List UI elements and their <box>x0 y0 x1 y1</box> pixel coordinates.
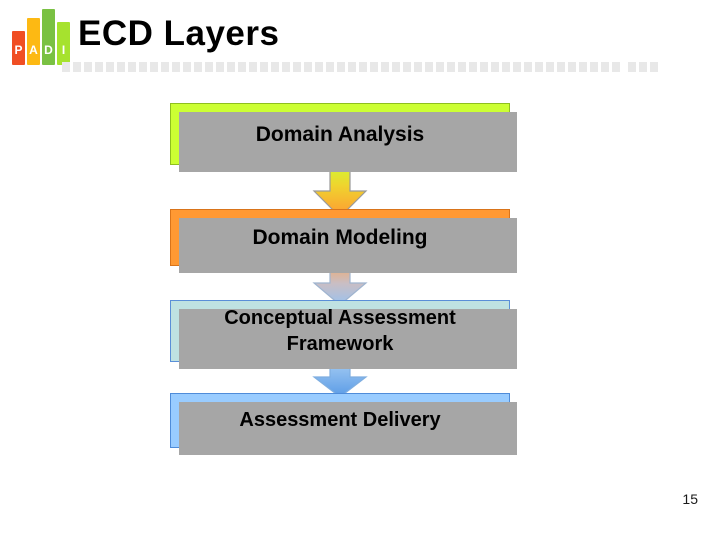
flow-node-domain-modeling[interactable]: Domain Modeling <box>170 209 517 273</box>
node-shadow <box>179 402 517 455</box>
page-number: 15 <box>682 491 698 507</box>
page-title: ECD Layers <box>78 14 280 53</box>
flow-node-conceptual-assessment-framework[interactable]: Conceptual Assessment Framework <box>170 300 517 369</box>
flow-node-label-domain-modeling: Domain Modeling <box>252 226 428 249</box>
title-divider-segment-tail <box>628 62 661 72</box>
flow-node-label-assessment-delivery: Assessment Delivery <box>239 409 441 431</box>
title-divider <box>62 62 692 72</box>
padi-logo: P A D I <box>12 9 74 65</box>
logo-letter-i: I <box>61 43 66 57</box>
node-shadow <box>179 112 517 172</box>
slide-header: P A D I ECD Layers <box>0 0 720 80</box>
logo-letter-a: A <box>29 43 38 57</box>
title-divider-segment-main <box>62 62 620 72</box>
logo-bar-a: A <box>27 18 40 65</box>
node-shadow <box>179 309 517 369</box>
logo-letter-d: D <box>44 43 53 57</box>
flow-node-assessment-delivery[interactable]: Assessment Delivery <box>170 393 517 455</box>
logo-letter-p: P <box>14 43 23 57</box>
flow-node-label-domain-analysis: Domain Analysis <box>255 122 425 146</box>
logo-bar-i: I <box>57 22 70 65</box>
flow-node-label-conceptual-assessment-framework: Conceptual Assessment Framework <box>224 307 456 355</box>
logo-bar-p: P <box>12 31 25 65</box>
logo-bar-d: D <box>42 9 55 65</box>
flow-node-domain-analysis[interactable]: Domain Analysis <box>170 103 517 172</box>
node-shadow <box>179 218 517 273</box>
